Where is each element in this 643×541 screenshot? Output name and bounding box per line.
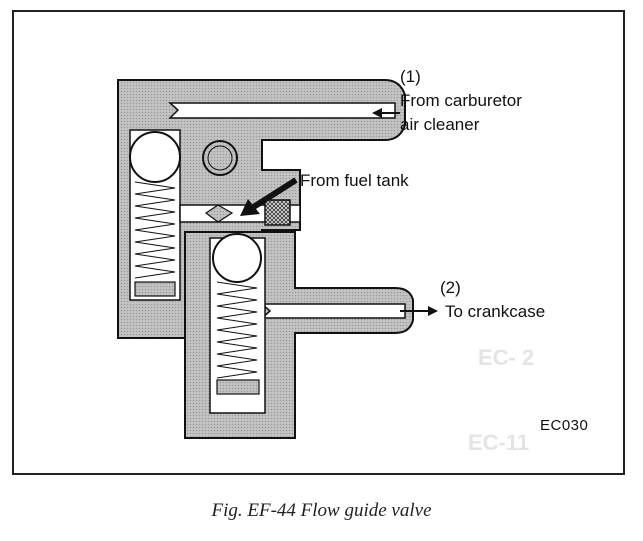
inlet-passage	[168, 102, 396, 119]
upper-spring	[134, 181, 176, 279]
fuel-tank-arrow	[240, 177, 298, 216]
lower-spring-seat	[216, 379, 260, 395]
flow-guide-valve-diagram: EC- 2 EC-11 (1) From carburetor air clea…	[117, 67, 588, 455]
inlet-arrow	[372, 108, 400, 118]
figure-caption: Fig. EF-44 Flow guide valve	[211, 500, 432, 521]
background-mark: EC-11	[468, 430, 529, 455]
outlet-arrow	[400, 306, 438, 316]
fuel-tank-label: From fuel tank	[300, 171, 409, 190]
upper-spring-seat	[134, 281, 176, 297]
upper-check-ball	[129, 131, 181, 183]
outlet-destination-label: To crankcase	[445, 302, 545, 321]
lower-spring	[216, 281, 258, 379]
plug-boss-inner	[207, 145, 233, 171]
inlet-number-label: (1)	[400, 67, 421, 86]
filter-element	[264, 199, 291, 226]
valve-seat	[204, 204, 234, 223]
inlet-source-label: From carburetor	[400, 91, 522, 110]
lower-check-ball	[212, 233, 262, 283]
background-mark: EC- 2	[478, 345, 534, 370]
outlet-passage	[260, 303, 406, 319]
figure-code: EC030	[540, 417, 588, 434]
outlet-number-label: (2)	[440, 278, 461, 297]
inlet-source-label-line2: air cleaner	[400, 115, 480, 134]
